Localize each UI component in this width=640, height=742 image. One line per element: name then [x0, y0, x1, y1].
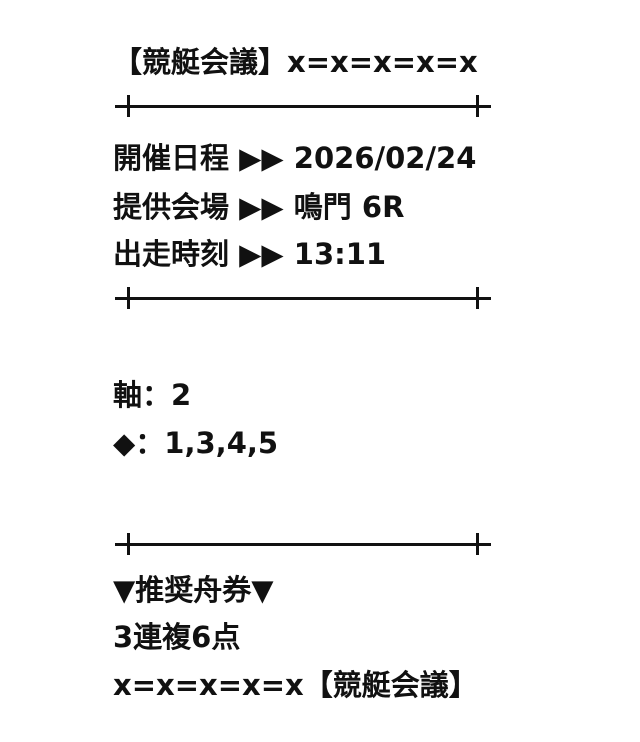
divider — [115, 95, 491, 117]
axis-boat: 軸：2 — [113, 378, 192, 412]
race-venue: 提供会場 ▶▶ 鳴門 6R — [113, 190, 405, 224]
divider — [115, 287, 491, 309]
header-title: 【競艇会議】x=x=x=x=x — [113, 45, 478, 79]
race-date: 開催日程 ▶▶ 2026/02/24 — [113, 141, 477, 175]
divider — [115, 533, 491, 555]
footer-title: x=x=x=x=x【競艇会議】 — [113, 668, 478, 702]
bet-summary: 3連複6点 — [113, 620, 241, 654]
race-start-time: 出走時刻 ▶▶ 13:11 — [113, 237, 387, 271]
partner-boats: ◆：1,3,4,5 — [113, 426, 279, 460]
recommendation-heading: ▼推奨舟券▼ — [113, 573, 274, 607]
